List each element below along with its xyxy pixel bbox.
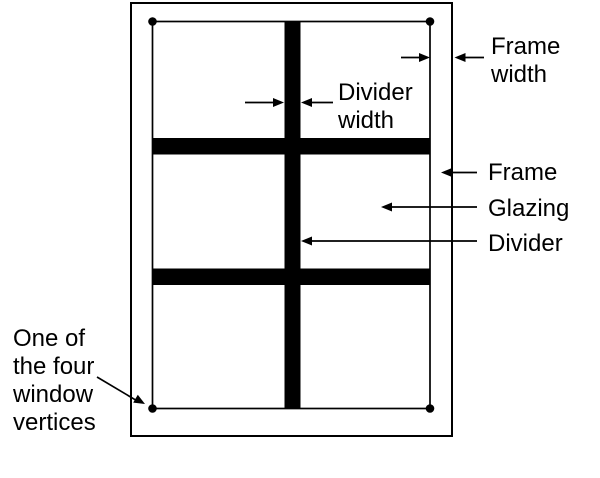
divider-width-arrow-right <box>245 98 284 107</box>
vertex-dot-top-right <box>425 17 435 26</box>
frame-width-label-line2: width <box>491 61 548 88</box>
divider-width-label-line2: width <box>338 107 395 134</box>
divider-width-label-line1: Divider <box>338 79 413 106</box>
divider-width-label: Divider width <box>338 79 413 135</box>
vertical-divider-bar <box>284 21 301 409</box>
frame-width-arrow-right <box>401 53 430 62</box>
vertex-dot-top-left <box>148 17 157 26</box>
vertex-dot-bottom-left <box>148 404 157 413</box>
vertex-note-label: One of the four window vertices <box>13 325 96 437</box>
vertex-note-line2: the four <box>13 353 95 380</box>
frame-arrow <box>441 168 477 177</box>
frame-width-label: Frame width <box>491 33 560 89</box>
frame-label: Frame <box>488 159 558 186</box>
divider-width-arrow-left <box>301 98 333 107</box>
vertex-arrow <box>96 376 145 404</box>
frame-outer-rect <box>130 2 453 437</box>
vertex-dot-bottom-right <box>425 404 435 413</box>
glazing-arrow <box>381 202 477 212</box>
horizontal-divider-bar-top <box>152 138 430 155</box>
frame-width-arrow-left <box>454 53 484 62</box>
divider-arrow <box>301 236 477 246</box>
glazing-label: Glazing <box>488 195 570 222</box>
frame-width-label-line1: Frame <box>491 33 561 60</box>
vertex-note-line3: window <box>13 381 94 408</box>
vertex-note-line1: One of <box>13 325 86 352</box>
vertex-note-line4: vertices <box>13 409 96 436</box>
divider-label: Divider <box>488 230 563 257</box>
horizontal-divider-bar-bottom <box>152 268 430 285</box>
